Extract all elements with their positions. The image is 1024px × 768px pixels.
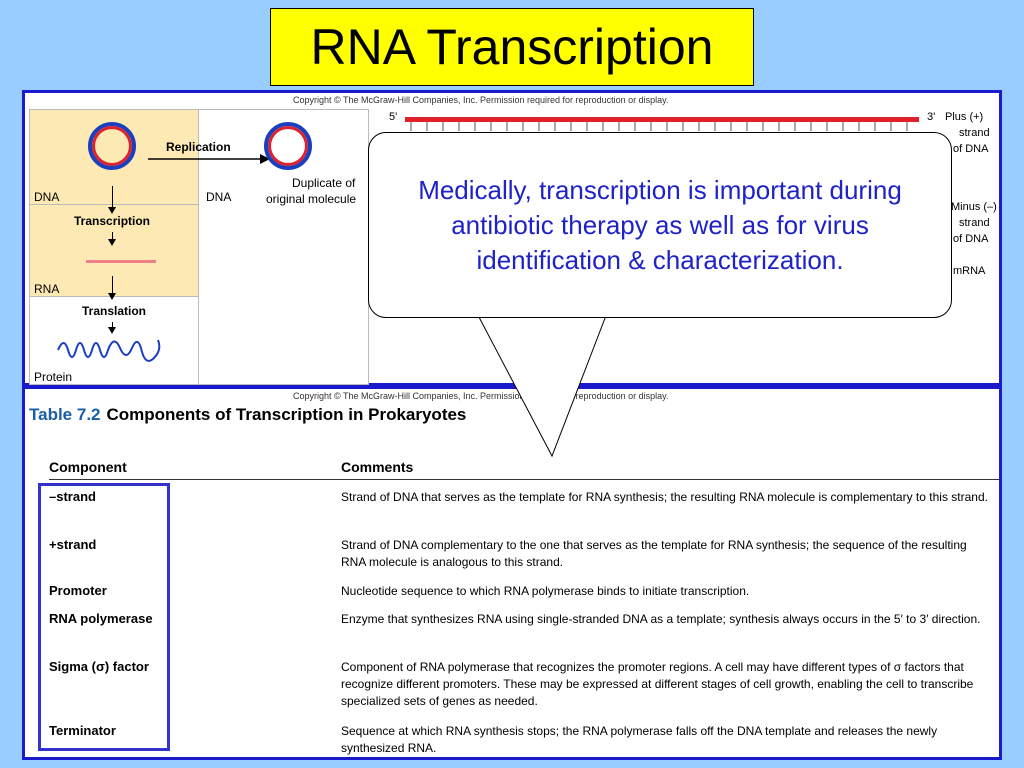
protein-chain-icon <box>57 339 161 362</box>
plus-strand-label-3: of DNA <box>953 143 989 155</box>
rna-label: RNA <box>34 282 60 296</box>
slide-title-box: RNA Transcription <box>270 8 754 86</box>
table-row-component: Sigma (σ) factor <box>49 659 149 674</box>
minus-strand-label-3: of DNA <box>953 233 989 245</box>
dogma-row-divider <box>30 204 198 205</box>
translation-label: Translation <box>82 304 147 318</box>
transcription-label: Transcription <box>74 214 151 228</box>
speech-callout: Medically, transcription is important du… <box>368 132 952 318</box>
table-row-comment: Strand of DNA complementary to the one t… <box>341 538 967 569</box>
figure-copyright: Copyright © The McGraw-Hill Companies, I… <box>293 95 669 105</box>
table-row-component: +strand <box>49 537 97 552</box>
translation-arrow-icon <box>108 276 116 300</box>
minus-strand-label-1: Minus (–) <box>951 201 997 213</box>
slide-title: RNA Transcription <box>310 19 714 75</box>
table-row-comment: Sequence at which RNA synthesis stops; t… <box>341 724 938 755</box>
table-row-comment: Component of RNA polymerase that recogni… <box>341 660 974 708</box>
dna-circle-icon <box>88 122 136 170</box>
replication-arrow-icon <box>148 154 270 164</box>
table-row-comment: Strand of DNA that serves as the templat… <box>341 490 988 504</box>
duplicate-label-2: original molecule <box>266 192 357 206</box>
translation-arrow-head-icon <box>108 322 116 334</box>
table-row-comment: Enzyme that synthesizes RNA using single… <box>341 612 981 626</box>
transcription-arrow-head-icon <box>108 232 116 246</box>
dna-label-left: DNA <box>34 190 60 204</box>
component-highlight-box <box>38 483 170 751</box>
table-title-text: Components of Transcription in Prokaryot… <box>106 405 467 424</box>
table-row-comment: Nucleotide sequence to which RNA polymer… <box>341 584 750 598</box>
plus-strand-icon <box>405 117 919 131</box>
plus-strand-label-1: Plus (+) <box>945 111 984 123</box>
table-row-component: Terminator <box>49 723 116 738</box>
transcription-arrow-icon <box>108 186 116 214</box>
dna-duplicate-circle-icon <box>264 122 312 170</box>
three-prime-label: 3' <box>927 111 936 123</box>
table-copyright: Copyright © The McGraw-Hill Companies, I… <box>293 391 669 401</box>
duplicate-label-1: Duplicate of <box>292 176 356 190</box>
central-dogma-diagram: Replication DNA DNA Duplicate of origina… <box>29 109 369 385</box>
column-header-component: Component <box>49 459 127 475</box>
column-header-comments: Comments <box>341 459 414 475</box>
table-row-component: –strand <box>49 489 96 504</box>
table-panel: Copyright © The McGraw-Hill Companies, I… <box>22 386 1002 760</box>
dogma-divider <box>198 110 199 384</box>
plus-strand-label-2: strand <box>959 127 990 139</box>
table-title: Table 7.2 Components of Transcription in … <box>29 405 466 425</box>
table-row-component: Promoter <box>49 583 107 598</box>
table-number: Table 7.2 <box>29 405 101 424</box>
mrna-label: mRNA <box>953 265 986 277</box>
five-prime-label: 5' <box>389 111 398 123</box>
strand-diagram: 5' 3' Plus (+) strand of DNA Minus (–) s… <box>385 107 997 307</box>
rna-strand-icon <box>86 260 156 263</box>
dna-label-right: DNA <box>206 190 232 204</box>
minus-strand-label-2: strand <box>959 217 990 229</box>
callout-text: Medically, transcription is important du… <box>418 174 902 275</box>
replication-label: Replication <box>166 140 231 154</box>
protein-label: Protein <box>34 370 73 384</box>
table-row-component: RNA polymerase <box>49 611 153 626</box>
header-rule <box>49 479 999 480</box>
